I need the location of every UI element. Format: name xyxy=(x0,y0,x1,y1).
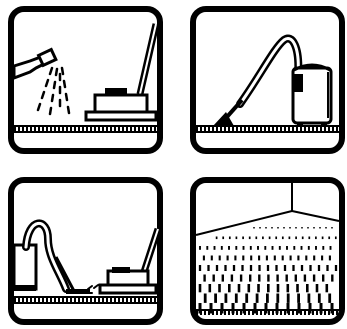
carpet-icon xyxy=(14,297,157,303)
carpet-icon xyxy=(14,126,157,132)
room-corner-icon xyxy=(196,183,339,235)
pictogram-scrub-and-extract-graphic xyxy=(8,177,163,325)
pictogram-vacuum xyxy=(190,6,345,154)
pictogram-frame xyxy=(11,9,160,151)
carpet-pile-icon xyxy=(200,227,336,314)
floor-scrubber-icon xyxy=(86,24,156,120)
carpet-icon xyxy=(196,126,339,132)
wet-vacuum-icon xyxy=(14,223,98,294)
floor-scrubber-icon xyxy=(100,229,158,293)
pictogram-spray-and-scrub xyxy=(8,6,163,154)
wet-vacuum-icon xyxy=(213,39,331,127)
pictogram-dry-graphic xyxy=(190,177,345,325)
pictogram-vacuum-graphic xyxy=(190,6,345,154)
spray-mist-icon xyxy=(38,68,69,114)
pictogram-scrub-and-extract xyxy=(8,177,163,325)
pictogram-dry xyxy=(190,177,345,325)
pictogram-spray-and-scrub-graphic xyxy=(8,6,163,154)
